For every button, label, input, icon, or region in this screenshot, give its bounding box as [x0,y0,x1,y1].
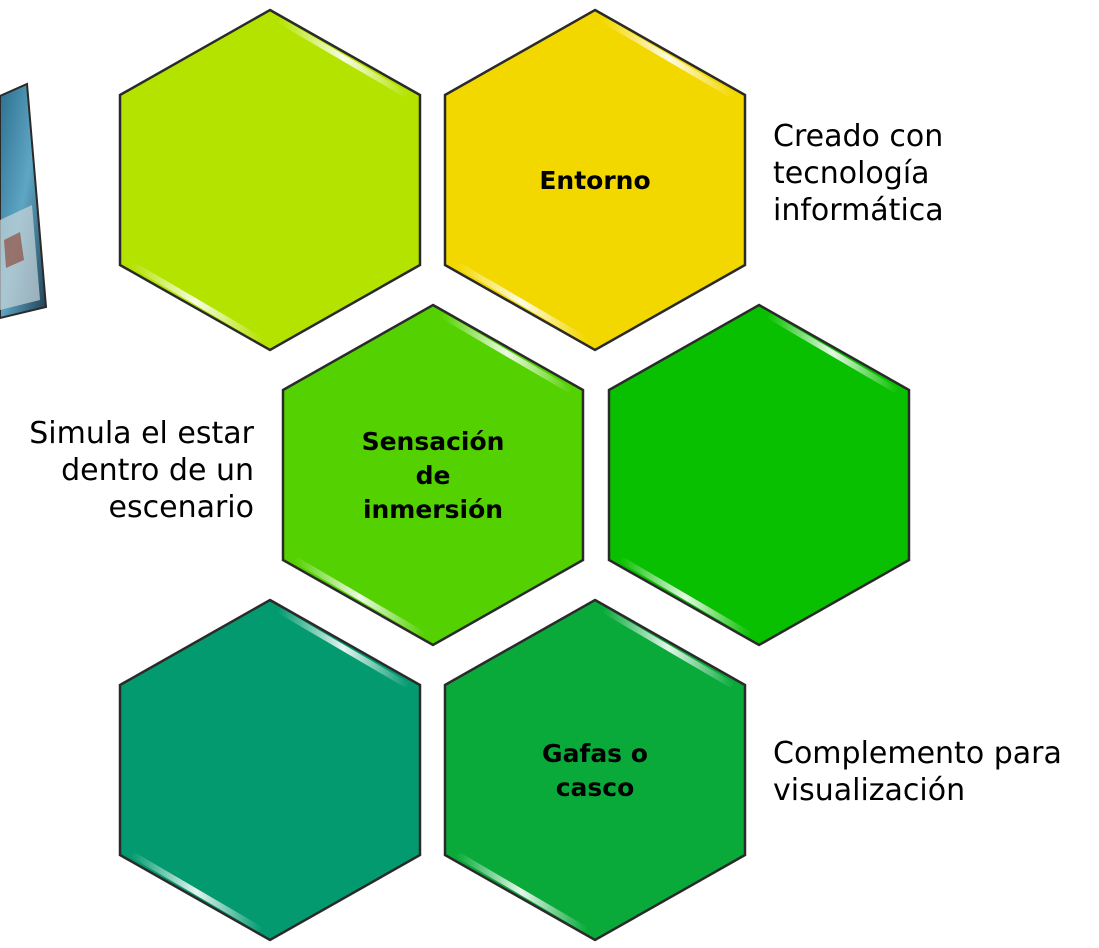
gloss-highlight [457,853,586,931]
note-computer-technology: Creado con tecnología informática [773,118,944,229]
gloss-highlight [279,609,408,687]
hexagon-shape [281,303,585,647]
note-line: escenario [108,490,254,525]
hex-mid-right [607,303,911,647]
note-immersion: Simula el estar dentro de un escenario [29,415,254,526]
gloss-highlight [295,558,424,636]
note-line: tecnología [773,156,930,191]
hexagon-shape [443,8,747,352]
hexagon-shape [118,598,422,942]
hex-mid-left: Sensación de inmersión [281,303,585,647]
gloss-highlight [604,19,733,97]
hexagon-label: casco [556,773,635,802]
hexagon-label: Gafas o [542,739,648,768]
gloss-highlight [457,263,586,341]
gloss-highlight [279,19,408,97]
gloss-highlight [604,609,733,687]
hexagon-label: de [416,461,451,490]
gloss-highlight [768,314,897,392]
photo-fragment [0,82,48,320]
hexagon-label: Entorno [539,166,650,195]
hex-top-left [118,8,422,352]
hex-bottom-left [118,598,422,942]
hex-bottom-right: Gafas o casco [443,598,747,942]
hexagon-shape [443,598,747,942]
note-line: visualización [773,773,966,808]
note-line: dentro de un [61,453,254,488]
hex-top-right: Entorno [443,8,747,352]
gloss-highlight [442,314,571,392]
note-line: Creado con [773,119,944,154]
gloss-highlight [621,558,750,636]
gloss-highlight [132,853,261,931]
gloss-highlight [132,263,261,341]
note-visualization: Complemento para visualización [773,735,1062,809]
note-line: Simula el estar [29,416,254,451]
hexagon-shape [607,303,911,647]
hexagon-label: Sensación [362,427,505,456]
note-line: Complemento para [773,736,1062,771]
note-line: informática [773,193,944,228]
hexagon-label: inmersión [363,495,503,524]
hexagon-shape [118,8,422,352]
